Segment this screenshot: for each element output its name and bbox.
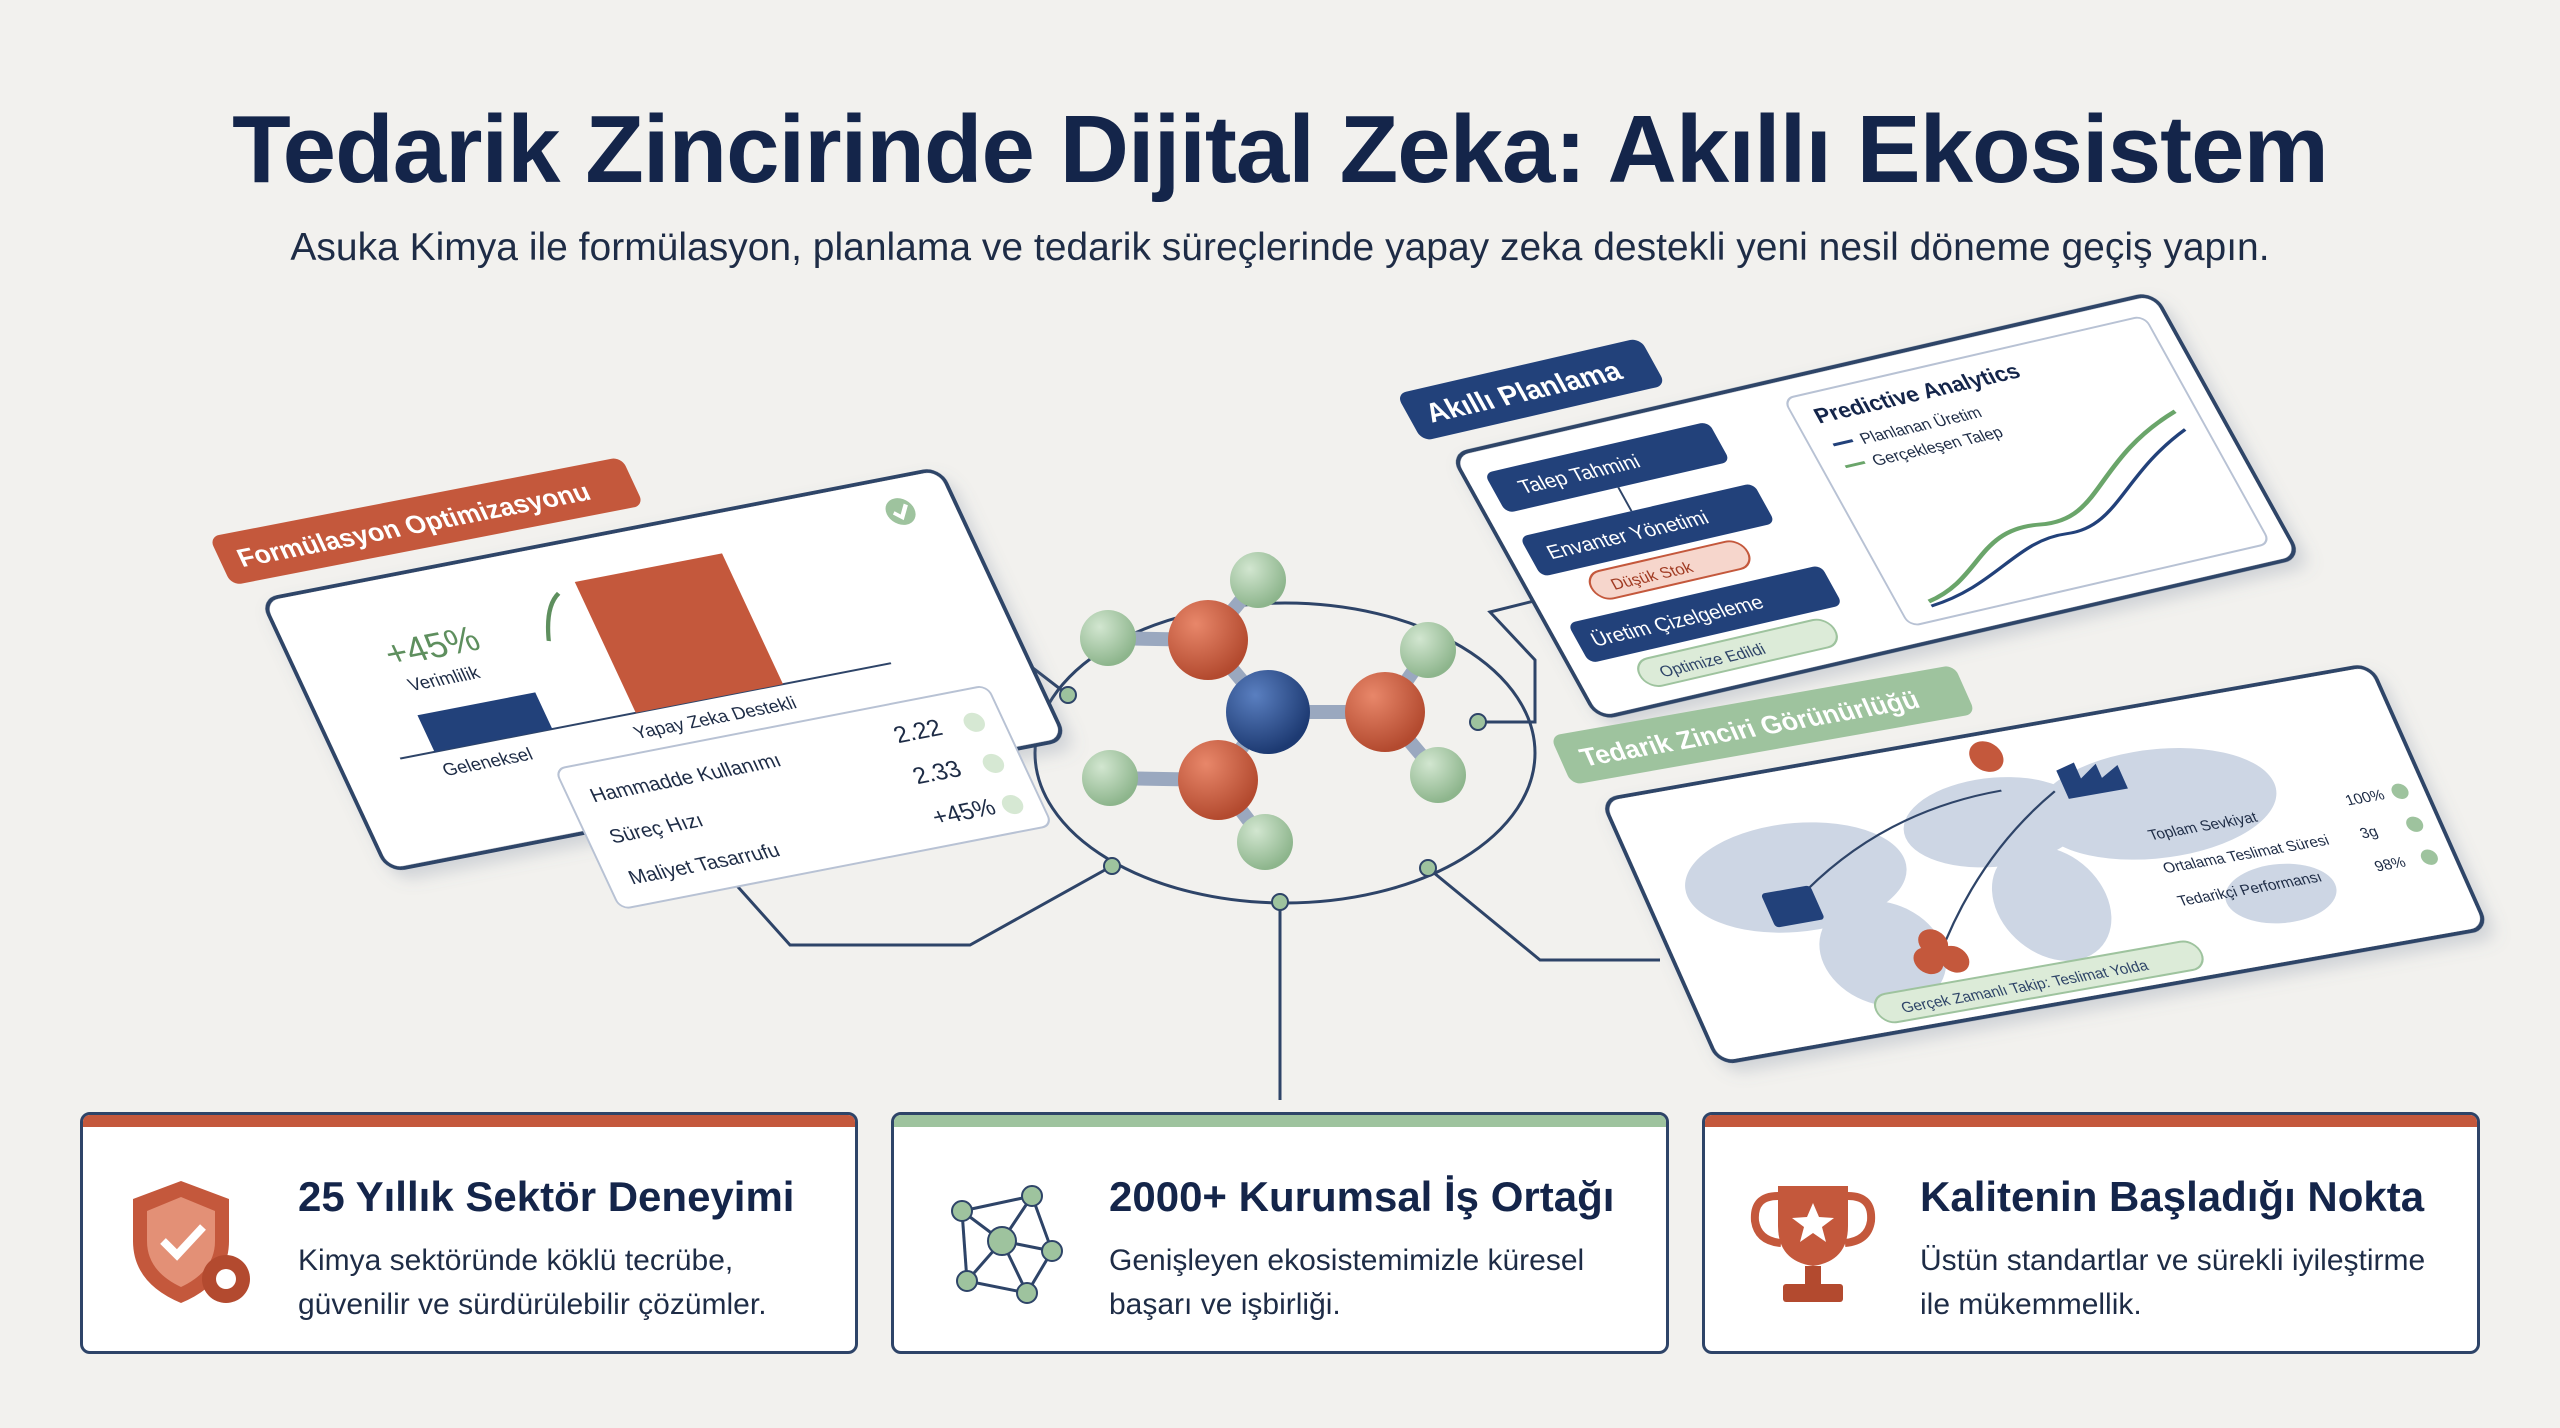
planning-label-badge: [1400, 339, 1663, 440]
orbit-node: [1271, 893, 1289, 911]
connector-supply: [1427, 866, 1660, 962]
card-description: Üstün standartlar ve sürekli iyileştirme…: [1920, 1244, 2426, 1321]
warehouse-icon: [1761, 885, 1824, 928]
card-accent-strip: [894, 1115, 1666, 1127]
atom-nitrogen: [1226, 670, 1310, 754]
tracking-badge: [1873, 940, 2204, 1024]
card-accent-strip: [83, 1115, 855, 1127]
metrics-box: [557, 686, 1050, 909]
orbit-node: [1469, 713, 1487, 731]
page-title: Tedarik Zincirinde Dijital Zeka: Akıllı …: [232, 96, 2329, 203]
bar-traditional: [417, 692, 553, 752]
low-stock-badge: [1588, 540, 1751, 600]
orbit-nodes: [1059, 686, 1487, 911]
ecosystem-diagram: Formülasyon Optimizasyonu +45% Verimlili…: [212, 294, 2485, 1100]
atom-oxygen: [1345, 672, 1425, 752]
production-line: [1930, 428, 2187, 608]
route-line: [1787, 789, 2002, 910]
card-title: Kalitenin Başladığı Nokta: [1920, 1173, 2425, 1220]
svg-text:100%: 100%: [2343, 787, 2388, 809]
bar-ai-supported: [574, 553, 784, 713]
demand-line: [1927, 409, 2177, 604]
atom-hydrogen: [1230, 552, 1286, 608]
atom-hydrogen: [1082, 750, 1138, 806]
svg-text:3g: 3g: [2357, 824, 2380, 843]
analytics-chart: [1786, 316, 2268, 626]
svg-text:98%: 98%: [2372, 854, 2409, 875]
shield-gear-icon: [133, 1181, 250, 1303]
molecule-icon: [1080, 552, 1466, 870]
step-demand: [1487, 423, 1728, 512]
network-icon: [951, 1185, 1063, 1304]
card-accent-strip: [1705, 1115, 2477, 1127]
planning-panel: Akıllı Planlama Talep Tahmini Envanter Y…: [1400, 294, 2296, 718]
page-subtitle: Asuka Kimya ile formülasyon, planlama ve…: [290, 226, 2270, 269]
optimized-badge: [1637, 618, 1838, 687]
check-icon: [885, 498, 916, 525]
orbit-node: [1103, 857, 1121, 875]
atom-oxygen: [1168, 600, 1248, 680]
card-experience: 25 Yıllık Sektör Deneyimi Kimya sektörün…: [80, 1112, 858, 1354]
supply-panel: Tedarik Zinciri Görünürlüğü Toplam Sevki…: [1553, 665, 2485, 1064]
step-scheduling: [1570, 566, 1840, 662]
card-title: 2000+ Kurumsal İş Ortağı: [1109, 1173, 1615, 1220]
orbit-node: [1059, 686, 1077, 704]
formulation-label-badge: [212, 458, 641, 584]
up-arrow-icon: [1001, 795, 1024, 815]
up-arrow-icon: [982, 753, 1005, 773]
atom-hydrogen: [1080, 610, 1136, 666]
route-line: [1937, 790, 2056, 960]
orbit-node: [1419, 859, 1437, 877]
card-title: 25 Yıllık Sektör Deneyimi: [298, 1173, 795, 1220]
up-arrow-icon: [963, 712, 985, 732]
location-pin-icon: [1969, 741, 2004, 772]
step-inventory: [1522, 484, 1773, 576]
trend-arrow-icon: [545, 591, 561, 642]
connector-planning: [1478, 583, 1599, 724]
atom-hydrogen: [1237, 814, 1293, 870]
trophy-icon: [1750, 1186, 1876, 1302]
atom-oxygen: [1178, 740, 1258, 820]
card-quality: Kalitenin Başladığı Nokta Üstün standart…: [1702, 1112, 2480, 1354]
atom-hydrogen: [1410, 747, 1466, 803]
atom-hydrogen: [1400, 622, 1456, 678]
card-description: Kimya sektöründe köklü tecrübe, güvenili…: [298, 1244, 767, 1321]
factory-icon: [2056, 762, 2128, 799]
supply-label-badge: [1553, 666, 1973, 784]
card-description: Genişleyen ekosistemimizle küresel başar…: [1109, 1244, 1585, 1321]
formulation-panel: Formülasyon Optimizasyonu +45% Verimlili…: [212, 458, 1063, 909]
card-partners: 2000+ Kurumsal İş Ortağı Genişleyen ekos…: [891, 1112, 1669, 1354]
connector-formulation-lower: [728, 864, 1113, 947]
